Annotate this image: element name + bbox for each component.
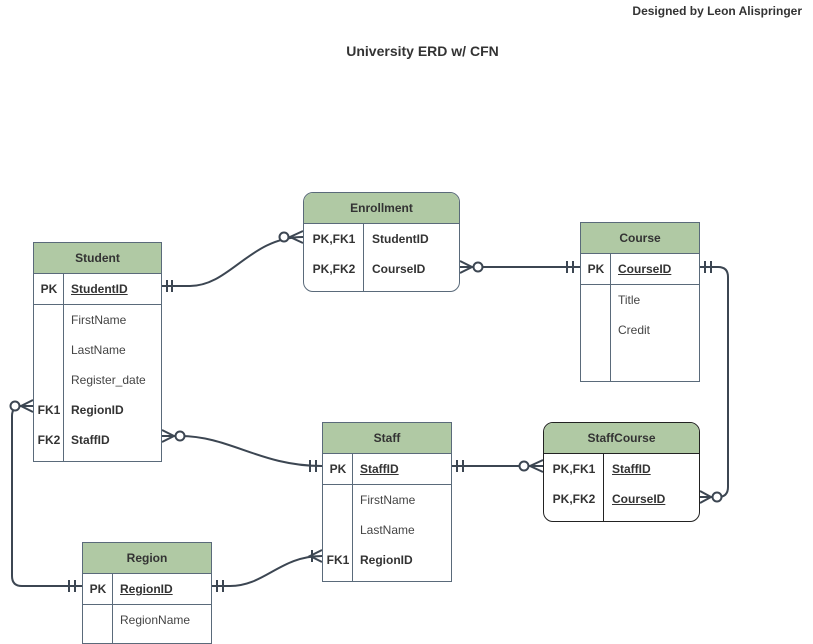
key-label: PK (40, 282, 58, 296)
key-label: FK1 (37, 403, 61, 417)
entity-header: StaffCourse (544, 423, 699, 454)
key-label: PK,FK1 (312, 232, 356, 246)
field-studentid: StudentID (71, 282, 128, 296)
rel-student-staff (162, 435, 323, 467)
entity-enrollment[interactable]: Enrollment PK,FK1 StudentID PK,FK2 Cours… (303, 192, 460, 292)
field-firstname: FirstName (71, 313, 127, 327)
entity-header: Enrollment (304, 193, 459, 224)
key-label: PK,FK1 (552, 462, 596, 476)
field-regionname: RegionName (120, 613, 191, 627)
key-label: PK (89, 582, 107, 596)
entity-header: Region (83, 543, 211, 574)
field-courseid: CourseID (618, 262, 672, 276)
rel-course-staffcourse (700, 266, 729, 498)
entity-header: Staff (323, 423, 451, 454)
designer-credit: Designed by Leon Alispringer (632, 4, 802, 18)
field-lastname: LastName (360, 523, 415, 537)
key-label: FK1 (326, 553, 350, 567)
entity-region[interactable]: Region PK RegionID RegionName (82, 542, 212, 644)
field-courseid: CourseID (612, 492, 666, 506)
rel-student-enrollment (162, 236, 304, 287)
field-courseid: CourseID (372, 262, 426, 276)
diagram-title: University ERD w/ CFN (346, 43, 499, 59)
entity-header: Student (34, 243, 161, 274)
entity-staff[interactable]: Staff PK StaffID FirstName LastName FK1 … (322, 422, 452, 582)
field-credit: Credit (618, 323, 651, 337)
key-label: PK (587, 262, 605, 276)
field-studentid: StudentID (372, 232, 429, 246)
key-label: PK,FK2 (312, 262, 356, 276)
field-regionid: RegionID (71, 403, 124, 417)
key-label: PK,FK2 (552, 492, 596, 506)
field-title: Title (618, 293, 641, 307)
field-regionid: RegionID (120, 582, 173, 596)
rel-region-staff (212, 555, 323, 587)
entity-staffcourse[interactable]: StaffCourse PK,FK1 StaffID PK,FK2 Course… (543, 422, 700, 522)
field-staffid: StaffID (612, 462, 651, 476)
field-staffid: StaffID (360, 462, 399, 476)
field-staffid: StaffID (71, 433, 110, 447)
key-label: FK2 (37, 433, 61, 447)
field-lastname: LastName (71, 343, 126, 357)
entity-student[interactable]: Student PK StudentID FirstName LastName … (33, 242, 162, 462)
field-regionid: RegionID (360, 553, 413, 567)
field-register-date: Register_date (71, 373, 146, 387)
entity-header: Course (581, 223, 699, 254)
field-firstname: FirstName (360, 493, 416, 507)
entity-course[interactable]: Course PK CourseID Title Credit (580, 222, 700, 382)
key-label: PK (329, 462, 347, 476)
